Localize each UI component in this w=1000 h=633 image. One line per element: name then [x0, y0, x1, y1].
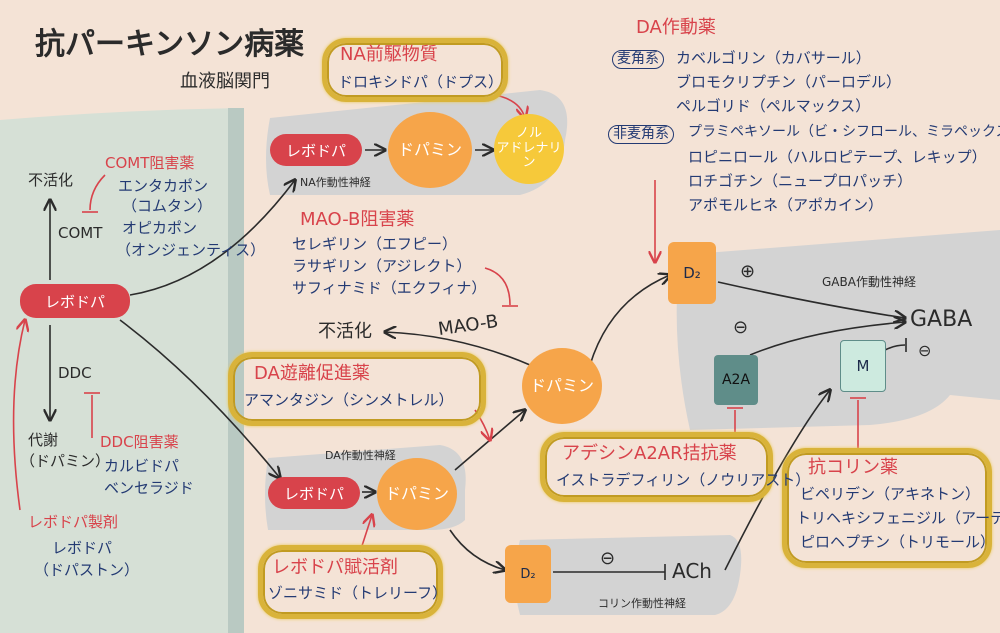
a2a-receptor: A2A [714, 355, 758, 405]
page-title: 抗パーキンソン病薬 [35, 27, 305, 62]
inhibit-m-gaba [884, 344, 906, 351]
noradrenaline-line-1: アドレナリン [496, 140, 562, 171]
da-release-heading: DA遊離促進薬 [254, 363, 370, 384]
ergot-item-0: カベルゴリン（カバサール） [676, 49, 871, 67]
frame-na-precursor [322, 38, 508, 102]
m-receptor: M [840, 340, 886, 392]
na-dopamine-circle: ドパミン [388, 112, 472, 188]
metab-1: （ドパミン） [20, 452, 111, 470]
ddc-inhibitor-heading: DDC阻害薬 [100, 433, 179, 451]
na-levodopa-pill: レボドパ [270, 134, 362, 166]
a2a-antagonist-item: イストラデフィリン（ノウリアスト） [556, 471, 811, 489]
a2a-antagonist-heading: アデシンA2AR拮抗薬 [562, 443, 737, 464]
da-release-item: アマンタジン（シンメトレル） [244, 391, 454, 409]
arrow-da-to-d2-ach [449, 529, 505, 570]
noradrenaline-circle: ノル アドレナリン [494, 114, 564, 184]
da-neuron-label: DA作動性神経 [325, 449, 396, 462]
non-ergot-item-3: アポモルヒネ（アポカイン） [688, 196, 884, 214]
ach-minus: ⊖ [600, 548, 616, 569]
non-ergot-tag: 非麦角系 [608, 125, 674, 145]
comt-inhibitor-heading: COMT阻害薬 [105, 154, 195, 172]
left-inactivation: 不活化 [28, 171, 74, 189]
ergot-item-1: ブロモクリプチン（パーロデル） [676, 73, 902, 91]
ach-label: ACh [672, 559, 712, 583]
gaba-plus: ⊕ [740, 261, 756, 282]
levodopa-pill-left: レボドパ [20, 284, 130, 318]
d2-receptor-ach: D₂ [505, 545, 551, 603]
maob-item-0: セレギリン（エフピー） [292, 235, 458, 253]
formulation-item-0: レボドパ [52, 539, 113, 557]
ddc-label: DDC [58, 364, 92, 382]
comt-item-0: エンタカポン [118, 177, 209, 195]
na-precursor-heading: NA前駆物質 [340, 44, 438, 65]
na-precursor-item: ドロキシドパ（ドプス） [338, 73, 504, 91]
noradrenaline-line-0: ノル [515, 125, 542, 141]
ddc-item-1: ベンセラジド [104, 479, 194, 497]
na-neuron-label: NA作動性神経 [300, 176, 371, 189]
arrow-dopamine-to-inactive [385, 332, 531, 366]
non-ergot-item-0: プラミペキソール（ビ・シフロール、ミラペックス） [688, 124, 1000, 140]
metab-0: 代謝 [28, 431, 59, 449]
m-minus: ⊖ [918, 341, 932, 360]
comt-item-1: （コムタン） [122, 197, 213, 215]
da-dopamine-circle: ドパミン [377, 458, 457, 530]
anticholinergic-heading: 抗コリン薬 [808, 457, 898, 478]
arrow-a2a-gaba [749, 322, 905, 356]
maob-item-1: ラサギリン（アジレクト） [292, 257, 472, 275]
non-ergot-item-2: ロチゴチン（ニュープロパッチ） [688, 172, 913, 190]
comt-item-3: （オンジェンティス） [116, 241, 266, 259]
da-levodopa-pill: レボドパ [268, 477, 360, 509]
da-agonist-heading: DA作動薬 [636, 17, 716, 38]
anticholinergic-item-1: トリヘキシフェニジル（アーテン） [796, 509, 1000, 527]
bbb-label: 血液脳関門 [180, 71, 270, 92]
non-ergot-item-1: ロピニロール（ハルロピテープ、レキップ） [688, 148, 987, 166]
gaba-minus: ⊖ [733, 317, 749, 338]
maob-item-2: サフィナミド（エクフィナ） [292, 279, 487, 297]
comt-item-2: オピカポン [122, 219, 198, 237]
arrow-levodopa-to-da [119, 319, 280, 478]
arrow-d2-gaba [717, 281, 905, 318]
anticholinergic-item-0: ビペリデン（アキネトン） [800, 485, 981, 503]
ddc-item-0: カルビドパ [104, 457, 180, 475]
activator-heading: レボドパ賦活剤 [272, 557, 398, 578]
gaba-neuron-label: GABA作動性神経 [822, 275, 916, 289]
cholinergic-neuron-shape [515, 535, 742, 615]
formulation-item-1: （ドパストン） [34, 561, 140, 579]
arrow-levodopa-to-na [129, 180, 295, 296]
arrow-formulation [12, 320, 25, 511]
inhibit-maob [484, 267, 511, 306]
left-region [0, 108, 240, 633]
frame-levodopa-activator [258, 545, 443, 619]
center-inactivation: 不活化 [318, 321, 372, 342]
comt-label: COMT [58, 224, 103, 242]
cholinergic-label: コリン作動性神経 [598, 597, 686, 610]
maob-heading: MAO-B阻害薬 [300, 209, 415, 230]
formulation-heading: レボドパ製剤 [28, 513, 119, 531]
frame-a2a-antagonist [540, 432, 773, 502]
anticholinergic-item-2: ピロヘプチン（トリモール） [800, 533, 996, 551]
ergot-tag: 麦角系 [612, 50, 664, 70]
inhibit-comt [89, 174, 106, 211]
arrow-dopamine-to-d2 [589, 275, 670, 366]
activator-item: ゾニサミド（トレリーフ） [268, 584, 448, 602]
frame-anticholinergic [782, 448, 992, 568]
gaba-label: GABA [910, 307, 973, 332]
center-dopamine-circle: ドパミン [522, 348, 602, 424]
ergot-item-2: ペルゴリド（ペルマックス） [676, 97, 871, 115]
frame-da-release [228, 352, 486, 426]
d2-receptor-gaba: D₂ [668, 242, 716, 304]
